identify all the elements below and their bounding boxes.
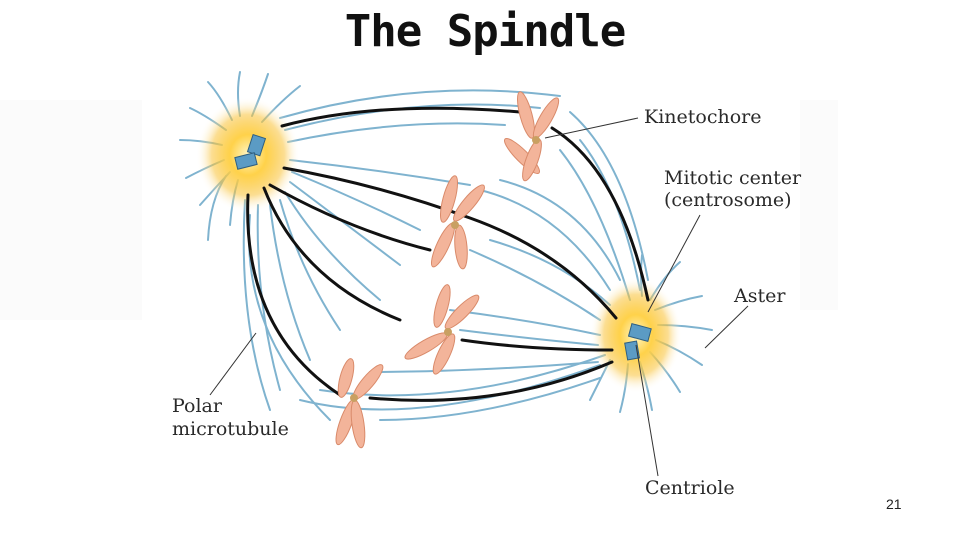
centriole-leader bbox=[635, 344, 659, 477]
spindle-microtubules bbox=[242, 89, 649, 421]
page-number: 21 bbox=[886, 496, 902, 512]
chromosome-3 bbox=[404, 284, 480, 375]
upper-centrioles bbox=[234, 133, 267, 170]
chromosome-2 bbox=[430, 175, 485, 270]
leader-lines bbox=[209, 117, 749, 477]
chromosome-1 bbox=[504, 91, 560, 182]
aster-label: Aster bbox=[734, 285, 786, 307]
lower-centrioles bbox=[624, 323, 652, 361]
kinetochore-label: Kinetochore bbox=[644, 106, 762, 128]
centriole-label: Centriole bbox=[645, 477, 735, 499]
background-panel-right bbox=[800, 100, 838, 310]
background-panel-left bbox=[0, 100, 142, 320]
kinetochore-leader bbox=[544, 117, 639, 139]
chromosomes bbox=[335, 91, 560, 449]
mitotic-center-leader bbox=[647, 214, 701, 313]
chromosome-4 bbox=[335, 358, 384, 449]
polar-microtubule-leader bbox=[209, 332, 257, 396]
polar-microtubule-label-line2: microtubule bbox=[172, 418, 289, 440]
polar-microtubule-label-line1: Polar bbox=[172, 395, 222, 417]
spindle-fibers bbox=[246, 106, 650, 402]
mitotic-center-label-line2: (centrosome) bbox=[664, 189, 792, 211]
aster-leader bbox=[704, 305, 749, 349]
slide-title: The Spindle bbox=[344, 6, 626, 57]
mitotic-center-label-line1: Mitotic center bbox=[664, 167, 802, 189]
